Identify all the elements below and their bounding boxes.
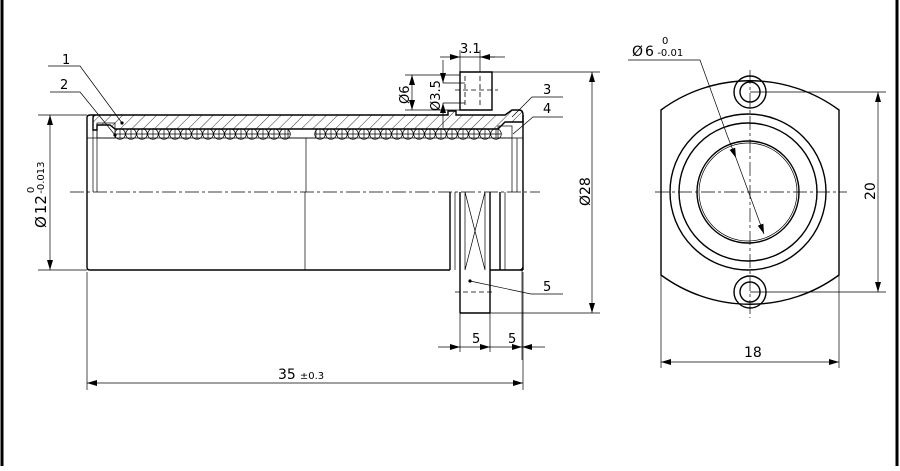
ball xyxy=(158,128,170,140)
dim-bore: Ø120-0.013 xyxy=(26,161,50,228)
ball-cross xyxy=(225,129,235,139)
ball xyxy=(213,128,225,140)
ball xyxy=(435,128,447,140)
ball-cross xyxy=(370,129,380,139)
ball xyxy=(314,128,326,140)
ball-cross xyxy=(148,129,158,139)
ball-cross xyxy=(359,129,369,139)
ball xyxy=(347,128,359,140)
ball-cross xyxy=(326,129,336,139)
ball-cross xyxy=(170,129,180,139)
dim-gap-right: 5 xyxy=(508,332,516,347)
dim-tab-hole: Ø3.5 xyxy=(429,80,444,111)
balloon-1: 1 xyxy=(62,53,70,68)
ball-cross xyxy=(480,129,490,139)
ball-cross xyxy=(137,129,147,139)
ball-cross xyxy=(392,129,402,139)
dim-length: 35±0.3 xyxy=(278,367,324,383)
ball xyxy=(279,128,291,140)
ball-cross xyxy=(269,129,279,139)
side-view xyxy=(70,71,540,314)
ball-cross xyxy=(181,129,191,139)
ball-cross xyxy=(458,129,468,139)
ball xyxy=(413,128,425,140)
ball-cross xyxy=(115,129,125,139)
balloon-2: 2 xyxy=(60,78,68,93)
ball xyxy=(246,128,258,140)
ball xyxy=(358,128,370,140)
ball-cross xyxy=(258,129,268,139)
ball xyxy=(202,128,214,140)
ball-cross xyxy=(491,129,501,139)
ball xyxy=(325,128,337,140)
ball xyxy=(336,128,348,140)
ball-cross xyxy=(236,129,246,139)
ball xyxy=(169,128,181,140)
balloon-4: 4 xyxy=(543,102,551,117)
top-tab-section xyxy=(459,71,493,111)
ball xyxy=(490,128,502,140)
ball-cross xyxy=(280,129,290,139)
ball xyxy=(424,128,436,140)
ball-cross xyxy=(203,129,213,139)
ball-cross xyxy=(447,129,457,139)
ball xyxy=(257,128,269,140)
end-view xyxy=(655,70,847,318)
ball-cross xyxy=(469,129,479,139)
dim-tab-diameter: Ø6 xyxy=(398,85,413,104)
ball xyxy=(125,128,137,140)
balloon-5: 5 xyxy=(543,280,551,295)
ball-cross xyxy=(126,129,136,139)
ball xyxy=(457,128,469,140)
spacer-middle xyxy=(287,128,317,139)
ball-cross xyxy=(247,129,257,139)
housing-outline xyxy=(86,114,524,314)
balloons: 1 2 3 4 5 xyxy=(48,53,563,295)
ball-cross xyxy=(381,129,391,139)
ball xyxy=(224,128,236,140)
ball xyxy=(191,128,203,140)
balloon-3: 3 xyxy=(543,83,551,98)
ball xyxy=(268,128,280,140)
ball xyxy=(479,128,491,140)
ball xyxy=(235,128,247,140)
ball-cross xyxy=(159,129,169,139)
ball-cross xyxy=(192,129,202,139)
dimensions: Ø120-0.013 35±0.3 Ø28 3.1 Ø6 Ø3.5 5 5 xyxy=(26,42,600,390)
ball-cross xyxy=(436,129,446,139)
ball-cross xyxy=(315,129,325,139)
inner-lines xyxy=(87,130,523,270)
ball-cross xyxy=(414,129,424,139)
ball xyxy=(446,128,458,140)
ball-cross xyxy=(403,129,413,139)
housing-section xyxy=(90,109,524,131)
dim-outer-diameter: Ø28 xyxy=(578,177,594,206)
ball-row xyxy=(114,128,502,140)
ball-cross xyxy=(425,129,435,139)
tab-cross-mark xyxy=(464,191,486,271)
dim-gap-left: 5 xyxy=(472,332,480,347)
dim-tab-width: 3.1 xyxy=(460,42,481,57)
ball-cross xyxy=(337,129,347,139)
ball xyxy=(402,128,414,140)
ball xyxy=(391,128,403,140)
ball xyxy=(468,128,480,140)
dim-flange-width: 18 xyxy=(744,345,762,361)
dim-hole-spacing: 20 xyxy=(863,182,879,200)
ball xyxy=(369,128,381,140)
ball xyxy=(136,128,148,140)
ball-cross xyxy=(214,129,224,139)
ball xyxy=(147,128,159,140)
ball-cross xyxy=(348,129,358,139)
ball xyxy=(180,128,192,140)
ball xyxy=(380,128,392,140)
